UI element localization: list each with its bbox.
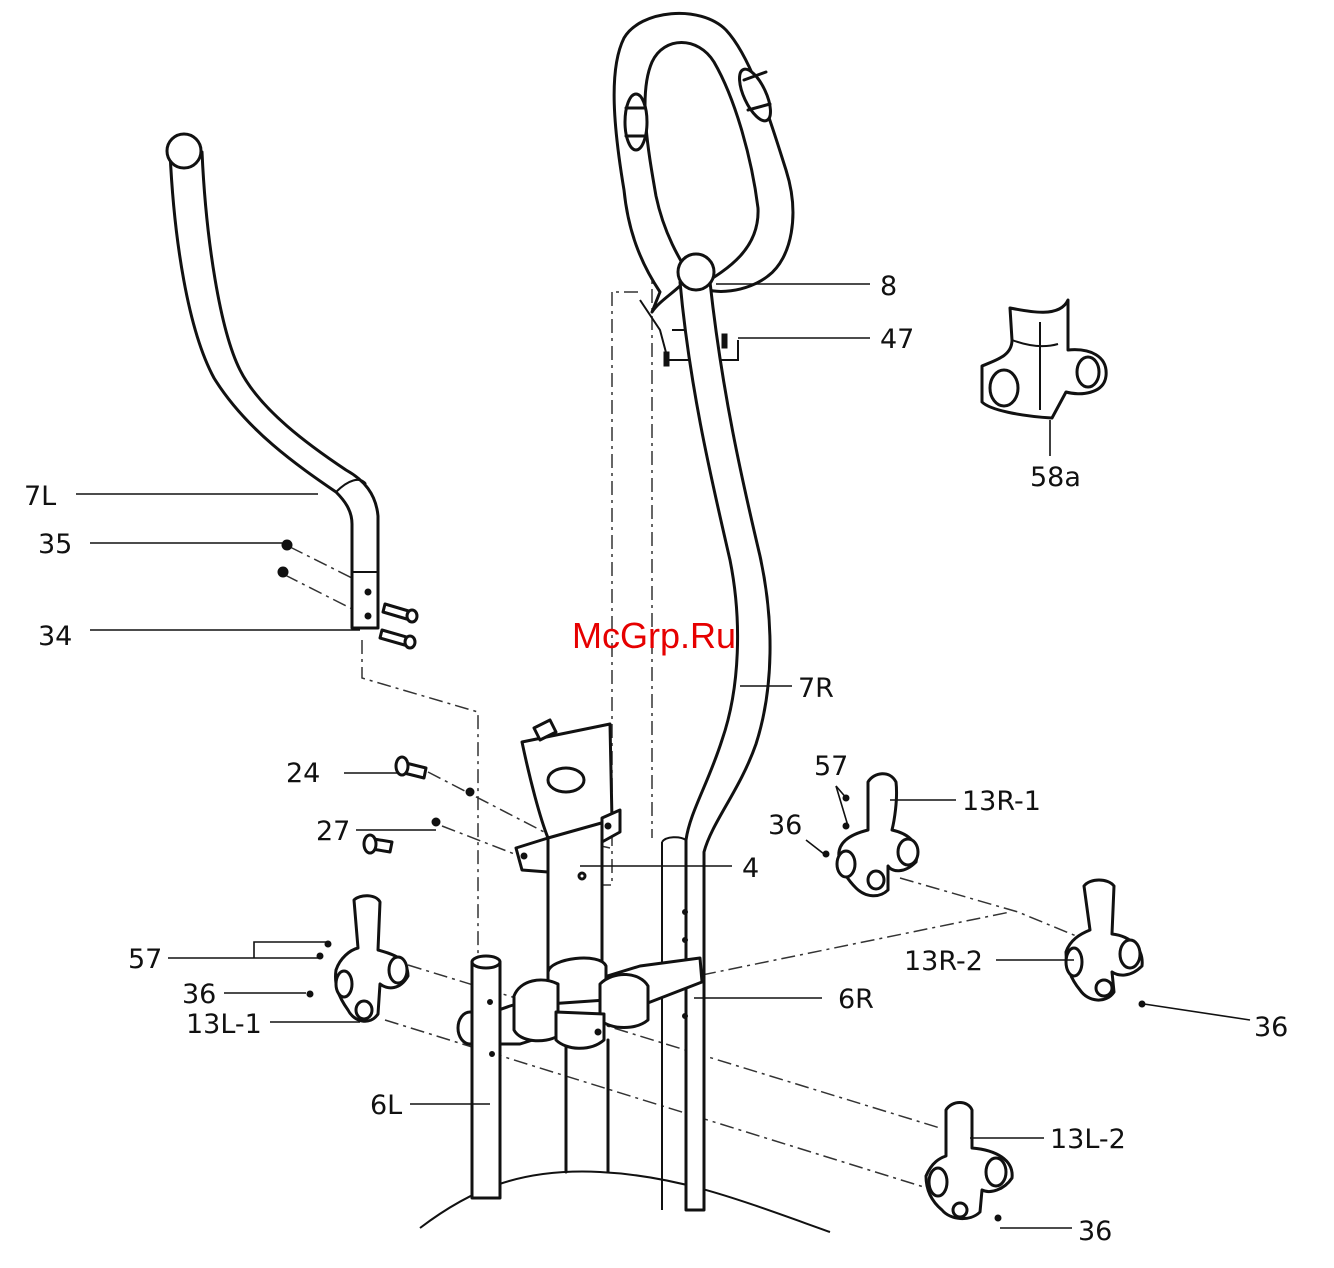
bracket-part-13L-2 (926, 1103, 1012, 1222)
bolt-part-27 (364, 835, 392, 853)
label-13L-2: 13L-2 (1050, 1124, 1126, 1155)
label-27: 27 (316, 816, 350, 847)
label-6R: 6R (838, 984, 874, 1015)
label-57-right: 57 (814, 751, 848, 782)
watermark: McGrp.Ru (572, 615, 736, 656)
label-34: 34 (38, 621, 72, 652)
label-24: 24 (286, 758, 320, 789)
bracket-part-58a (982, 300, 1106, 418)
label-47: 47 (880, 324, 914, 355)
left-arm-part-7L (167, 134, 417, 648)
label-36-right-lower: 36 (1254, 1012, 1288, 1043)
left-post-part-6L (472, 956, 500, 1198)
label-4: 4 (742, 853, 759, 884)
label-8: 8 (880, 271, 897, 302)
nut-part-35 (282, 540, 292, 550)
label-36-bottom: 36 (1078, 1216, 1112, 1247)
label-36-left: 36 (182, 979, 216, 1010)
bolt-part-24 (396, 757, 426, 778)
label-36-right-upper: 36 (768, 810, 802, 841)
label-13R-1: 13R-1 (962, 786, 1041, 817)
bracket-part-13R-2 (1066, 880, 1145, 1007)
right-arm-part-7R (662, 254, 770, 1210)
label-35: 35 (38, 529, 72, 560)
label-13L-1: 13L-1 (186, 1009, 262, 1040)
bracket-part-13L-1 (307, 896, 408, 1022)
nut-part-24 (466, 788, 474, 796)
label-6L: 6L (370, 1090, 402, 1121)
label-7L: 7L (24, 481, 56, 512)
label-57-left: 57 (128, 944, 162, 975)
nut-part-35b (278, 567, 288, 577)
nut-part-27 (432, 818, 440, 826)
label-13R-2: 13R-2 (904, 946, 983, 977)
label-58a: 58a (1030, 462, 1081, 493)
label-7R: 7R (798, 673, 834, 704)
